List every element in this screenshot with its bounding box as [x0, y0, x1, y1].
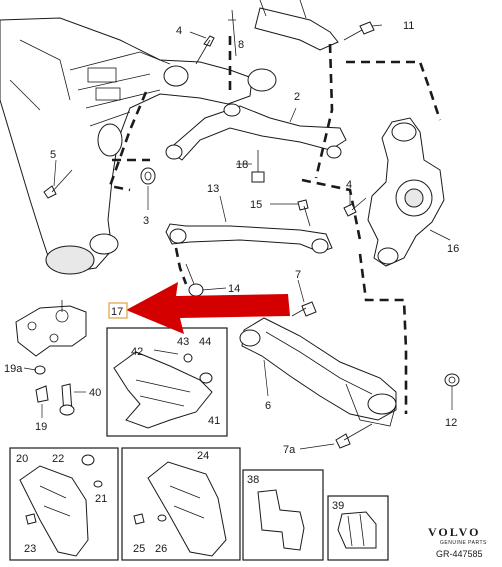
- label-20: 20: [16, 453, 28, 465]
- label-41: 41: [208, 415, 220, 427]
- label-19a: 19a: [4, 363, 23, 375]
- fasteners: [43, 21, 460, 449]
- subframe: [0, 17, 277, 275]
- label-11: 11: [403, 20, 414, 32]
- label-39: 39: [332, 500, 344, 512]
- label-13: 13: [207, 183, 219, 195]
- label-4-right: 4: [346, 179, 352, 191]
- logo-brand: VOLVO: [428, 525, 480, 539]
- splash-guard-box: [106, 327, 228, 437]
- label-15: 15: [250, 199, 262, 211]
- label-6: 6: [265, 400, 271, 412]
- label-42: 42: [131, 346, 143, 358]
- label-14: 14: [228, 283, 240, 295]
- trailing-arm: [239, 317, 397, 427]
- label-23: 23: [24, 543, 36, 555]
- label-4-top: 4: [176, 25, 182, 37]
- label-44: 44: [199, 336, 211, 348]
- label-8: 8: [238, 39, 244, 51]
- callout-labels: 2 3 4 4 5 6 7 7a 8 11 12 13 14 15 16 17 …: [4, 20, 459, 555]
- label-43: 43: [177, 336, 189, 348]
- label-21: 21: [95, 493, 107, 505]
- label-18: 18: [236, 159, 248, 171]
- label-19: 19: [35, 421, 47, 433]
- label-17: 17: [111, 306, 123, 318]
- label-24: 24: [197, 450, 209, 462]
- mudflap-box-right: [121, 447, 241, 561]
- label-7a: 7a: [283, 444, 296, 456]
- label-7: 7: [295, 269, 301, 281]
- volvo-logo: VOLVO GENUINE PARTS: [428, 525, 487, 546]
- label-25: 25: [133, 543, 145, 555]
- label-22: 22: [52, 453, 64, 465]
- clip-box: [327, 495, 389, 561]
- label-16: 16: [447, 243, 459, 255]
- label-12: 12: [445, 417, 457, 429]
- upper-control-arm: [165, 103, 347, 161]
- label-5: 5: [50, 149, 56, 161]
- leader-lines: [23, 24, 453, 450]
- label-17-highlight-box: [108, 302, 128, 319]
- label-38: 38: [247, 474, 259, 486]
- label-3: 3: [143, 215, 149, 227]
- mount-bracket: [15, 300, 87, 416]
- plate-box: [242, 469, 324, 561]
- mudflap-box-left: [9, 447, 119, 561]
- lower-link: [165, 223, 333, 254]
- highlight-arrow: [126, 282, 290, 334]
- label-40: 40: [89, 387, 101, 399]
- wheel-knuckle: [367, 117, 445, 267]
- label-26: 26: [155, 543, 167, 555]
- upper-bracket: [228, 0, 339, 57]
- logo-tagline: GENUINE PARTS: [440, 540, 487, 546]
- diagram-reference: GR-447585: [436, 549, 483, 559]
- label-2: 2: [294, 91, 300, 103]
